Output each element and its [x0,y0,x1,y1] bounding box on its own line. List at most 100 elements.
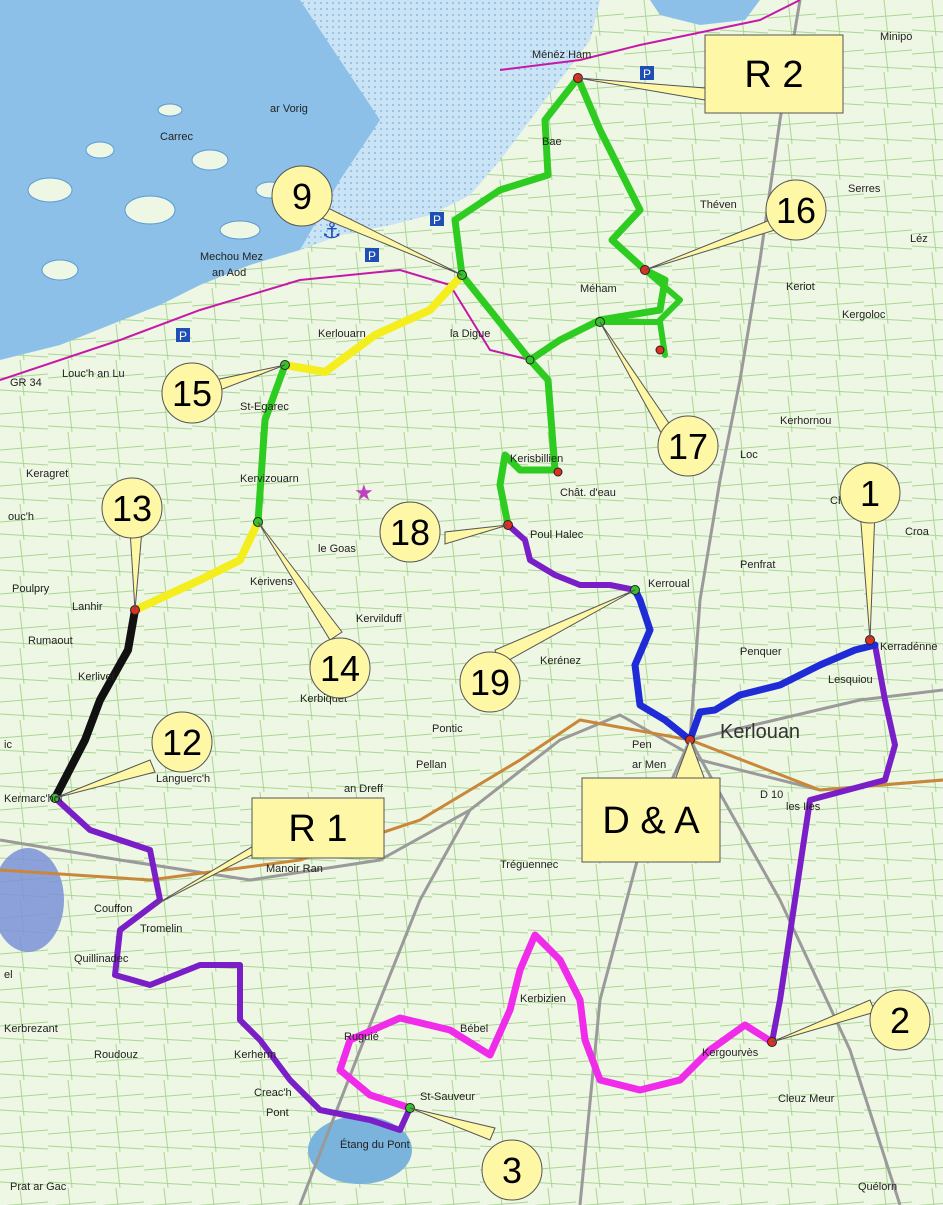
svg-text:P: P [368,249,376,263]
callout-circle [161,362,223,424]
route-purple-north [505,522,638,593]
callout-label: 1 [860,473,880,514]
callout-3: 3 [481,1139,543,1201]
place-label-kerbizien: Kerbizien [520,993,566,1005]
anchor-icon: ⚓ [322,219,342,244]
place-label-meham: Méham [580,283,617,295]
place-label-couffon: Couffon [94,903,132,915]
place-label-pellan: Pellan [416,759,447,771]
route-green-meham [597,267,683,358]
callout-12: 12 [151,711,213,773]
route-purple-west [52,795,413,1133]
callout-circle [657,415,719,477]
place-label-bebel: Bébel [460,1023,488,1035]
place-label-lesiles: les Iles [786,801,821,813]
callout-label: 18 [390,512,430,553]
place-label-arvorig: ar Vorig [270,103,308,115]
svg-text:P: P [433,213,441,227]
place-label-kerazouarn: Kervizouarn [240,473,299,485]
place-label-armen: ar Men [632,759,666,771]
place-label-el: el [4,969,13,981]
place-label-theven: Théven [700,199,737,211]
callout-2: 2 [869,989,931,1051]
place-label-rumaout: Rumaout [28,635,73,647]
place-label-gr34: GR 34 [10,377,42,389]
place-label-andreff: an Dreff [344,783,384,795]
place-label-ruguie: Ruguié [344,1031,379,1043]
place-label-meneshamb: Ménéz Ham [532,49,591,61]
place-label-lesquiou: Lesquiou [828,674,873,686]
place-label-kermarc: Kermarc'hol [4,793,62,805]
place-label-stsauveur: St-Sauveur [420,1091,475,1103]
callout-label: 13 [112,488,152,529]
box-label: R 2 [744,54,803,96]
place-label-treguennec: Tréguennec [500,859,559,871]
waypoints [50,73,875,1113]
sea-top-right [650,0,760,25]
place-label-lanhir: Lanhir [72,601,103,613]
place-label-etang: Étang du Pont [340,1138,410,1151]
place-label-keragret: Keragret [26,468,68,480]
place-label-croas: Croa [905,526,930,538]
route-green-north [451,74,669,364]
place-label-kerlouarn: Kerlouarn [318,328,366,340]
box-r2: R 2 [704,34,844,114]
menhir-star-icon: ★ [354,481,374,506]
place-label-steyarec: St-Egarec [240,401,289,413]
box-da: D & A [581,777,721,863]
route-green-west [254,361,289,526]
place-label-anaod: an Aod [212,267,246,279]
place-label-pen: Pen [632,739,652,751]
callout-circle [379,501,441,563]
place-label-legoas: le Goas [318,543,356,555]
place-label-kerliver: Kerliver [78,671,116,683]
place-label-poulhalec: Poul Halec [530,529,584,541]
place-label-manoiran: Manoir Ran [266,863,323,875]
callout-circle [839,462,901,524]
place-label-serres: Serres [848,183,881,195]
route-green-kerisbillien [496,356,559,529]
callout-label: 9 [292,176,312,217]
svg-text:P: P [643,67,651,81]
place-label-kergoloc: Kergoloc [842,309,886,321]
place-label-penquer: Penquer [740,646,782,658]
callout-14: 14 [309,637,371,699]
callout-label: 19 [470,662,510,703]
lake-etang [308,1116,412,1184]
callout-label: 14 [320,648,360,689]
place-label-kerradenne: Kerradénne [880,641,938,653]
place-label-duelorn: Quélorn [858,1181,897,1193]
place-label-penfrat: Penfrat [740,559,775,571]
place-label-ic: ic [4,739,12,751]
place-label-bae: Bae [542,136,562,148]
place-label-kerlouan: Kerlouan [720,721,800,743]
box-rect [581,777,721,863]
callout-circle [459,651,521,713]
place-label-kerhornou: Kerhornou [780,415,831,427]
place-label-ladigue: la Digue [450,328,490,340]
callout-label: 2 [890,1000,910,1041]
callout-1: 1 [839,462,901,524]
callout-13: 13 [101,477,163,539]
callout-17: 17 [657,415,719,477]
place-label-kerbrezant: Kerbrezant [4,1023,58,1035]
box-label: D & A [602,800,700,842]
callout-16: 16 [765,179,827,241]
place-label-pont: Pont [266,1107,289,1119]
place-label-kervilduff: Kervilduff [356,613,403,625]
place-label-creach: Creac'h [254,1087,292,1099]
svg-text:P: P [179,329,187,343]
place-label-kerherm: Kerherm [234,1049,276,1061]
callout-circle [151,711,213,773]
place-label-kerenez: Kerénez [540,655,581,667]
place-label-quillinadec: Quillinadec [74,953,129,965]
callout-circle [309,637,371,699]
place-label-poulpry: Poulpry [12,583,50,595]
place-label-kerivens: Kerivens [250,576,293,588]
callout-label: 17 [668,426,708,467]
place-label-kergourves: Kergourvès [702,1047,759,1059]
